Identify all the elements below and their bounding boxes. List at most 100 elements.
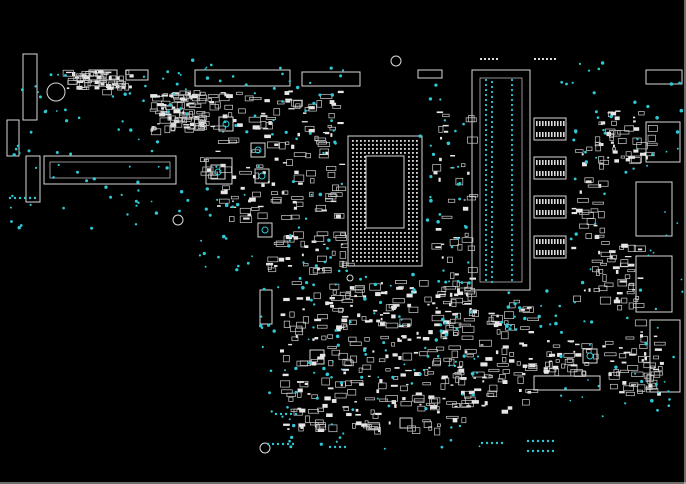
passive-component — [499, 374, 506, 380]
cpu-ball — [360, 208, 362, 210]
cpu-ball — [352, 240, 354, 242]
passive-component — [265, 117, 277, 120]
passive-pad — [469, 277, 476, 280]
passive-component — [273, 241, 285, 245]
passive-component — [391, 342, 396, 347]
passive-pad — [496, 322, 502, 326]
via — [29, 130, 33, 134]
cpu-ball — [404, 144, 406, 146]
via — [19, 224, 23, 227]
ic-chip — [218, 116, 234, 132]
passive-component — [318, 154, 329, 159]
via — [592, 91, 596, 95]
via — [210, 63, 213, 67]
passive-pad — [583, 289, 586, 292]
cpu-ball — [368, 140, 370, 142]
passive-component — [598, 285, 608, 292]
dimm-via — [510, 168, 514, 172]
passive-component — [633, 303, 645, 308]
cpu-ball — [416, 188, 418, 190]
dimm-via — [484, 133, 488, 137]
passive-pad — [406, 383, 409, 386]
dimm-via — [490, 120, 494, 124]
passive-component — [214, 101, 221, 109]
mem-pad — [545, 210, 547, 215]
cpu-ball — [416, 164, 418, 166]
via — [412, 288, 416, 292]
passive-pad — [607, 156, 610, 159]
passive-pad — [288, 343, 293, 346]
cpu-ball — [360, 260, 362, 262]
pad — [538, 58, 540, 60]
passive-pad — [323, 243, 326, 245]
passive-pad — [640, 331, 643, 333]
passive-pad — [543, 367, 548, 370]
passive-component — [342, 262, 355, 267]
passive-component — [467, 293, 473, 301]
via — [142, 75, 146, 79]
via — [185, 112, 188, 116]
passive-pad — [77, 80, 84, 83]
passive-component — [328, 424, 338, 433]
passive-component — [601, 241, 610, 245]
cpu-ball — [376, 140, 378, 142]
passive-pad — [299, 408, 306, 413]
cpu-ball — [408, 240, 410, 242]
mem-pad — [551, 199, 553, 204]
passive-component — [545, 361, 551, 368]
via — [330, 423, 333, 426]
passive-component — [291, 99, 303, 107]
cpu-ball — [364, 168, 366, 170]
cpu-ball — [364, 212, 366, 214]
passive-pad — [337, 122, 344, 125]
passive-component — [627, 244, 636, 252]
passive-component — [443, 286, 456, 290]
passive-component — [196, 98, 207, 104]
dimm-via — [490, 250, 494, 254]
via — [383, 447, 386, 450]
via — [8, 196, 12, 200]
via — [657, 391, 660, 394]
passive-pad — [484, 401, 488, 406]
cpu-ball — [412, 188, 414, 190]
cpu-ball — [384, 152, 386, 154]
via — [205, 66, 208, 69]
passive-component — [437, 423, 441, 427]
passive-component — [592, 201, 604, 205]
cpu-ball — [400, 148, 402, 150]
via — [537, 314, 541, 319]
passive-component — [366, 357, 375, 363]
passive-pad — [442, 397, 446, 400]
passive-pad — [613, 144, 615, 148]
cpu-ball — [352, 140, 354, 142]
via — [204, 68, 207, 71]
passive-pad — [598, 183, 602, 188]
dimm-via — [490, 195, 494, 199]
passive-component — [239, 207, 251, 215]
mem-pad — [560, 199, 562, 204]
passive-pad — [593, 224, 598, 227]
cpu-ball — [404, 152, 406, 154]
passive-component — [218, 93, 230, 102]
via — [217, 255, 220, 259]
passive-component — [340, 243, 349, 248]
via — [134, 223, 138, 226]
cpu-ball — [360, 156, 362, 158]
passive-pad — [582, 162, 587, 167]
passive-pad — [625, 158, 630, 162]
pad — [496, 58, 498, 60]
dimm-via — [484, 243, 488, 247]
passive-pad — [441, 377, 446, 380]
passive-component — [311, 394, 319, 399]
via — [600, 61, 605, 65]
passive-component — [581, 343, 593, 349]
cpu-ball — [408, 220, 410, 222]
via — [205, 187, 209, 191]
via — [69, 152, 73, 156]
dimm-via — [510, 278, 514, 282]
via — [245, 130, 249, 134]
via — [129, 128, 133, 132]
cpu-ball — [384, 248, 386, 250]
